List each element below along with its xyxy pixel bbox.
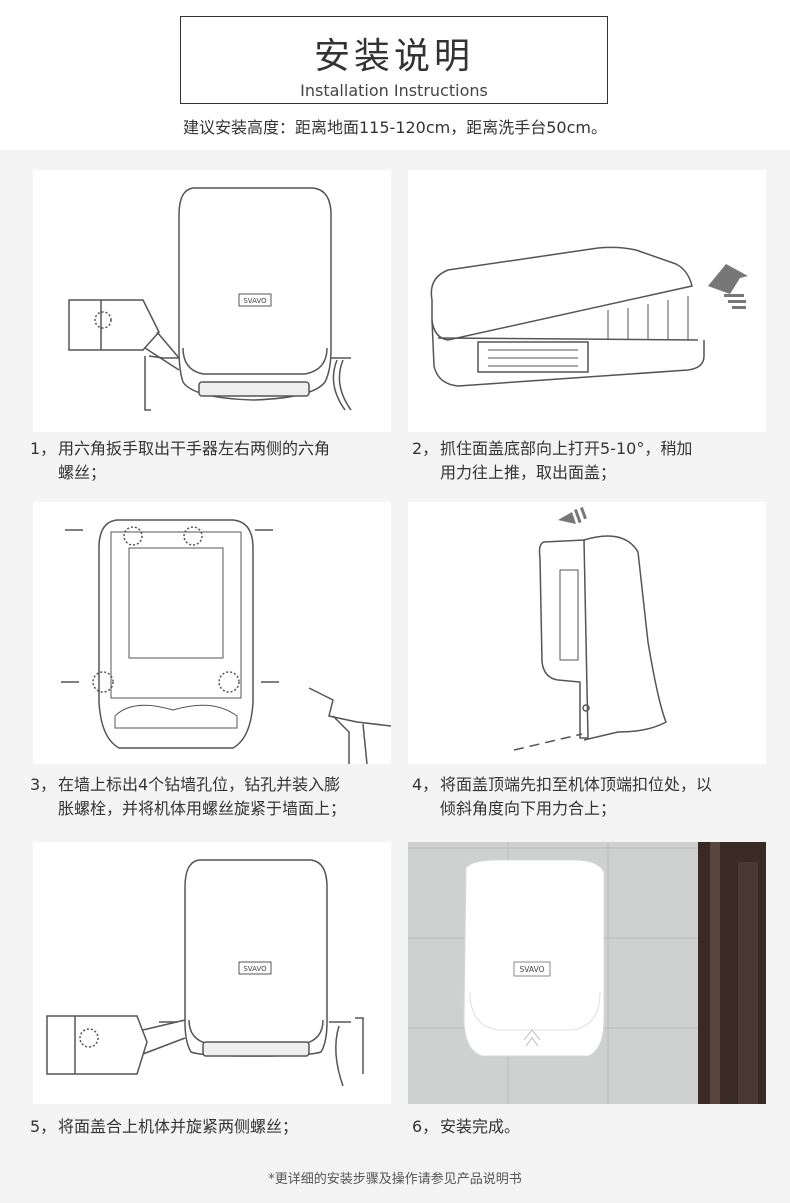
brand-label-text: SVAVO <box>243 297 267 305</box>
step-2-illustration <box>408 170 766 432</box>
cover-attach-illustration <box>513 506 667 751</box>
step-2-text: 2，抓住面盖底部向上打开5-10°，稍加 用力往上推，取出面盖； <box>412 437 772 485</box>
install-height-note: 建议安装高度：距离地面115-120cm，距离洗手台50cm。 <box>183 118 607 137</box>
step-number: 2， <box>412 439 439 458</box>
arrow-left-icon <box>558 506 587 524</box>
step-6-text: 6，安装完成。 <box>412 1115 772 1139</box>
step-3-text: 3，在墙上标出4个钻墙孔位，钻孔并装入膨 胀螺栓，并将机体用螺丝旋紧于墙面上； <box>30 773 390 821</box>
step-line: 倾斜角度向下用力合上； <box>440 799 617 818</box>
step-number: 6， <box>412 1117 439 1136</box>
step-line: 抓住面盖底部向上打开5-10°，稍加 <box>440 439 693 458</box>
step-3-illustration <box>33 502 391 764</box>
step-4-text: 4，将面盖顶端先扣至机体顶端扣位处，以 倾斜角度向下用力合上； <box>412 773 772 821</box>
dryer-front-illustration: SVAVO <box>68 187 352 411</box>
page-title-english: Installation Instructions <box>300 81 488 100</box>
brand-label-text: SVAVO <box>520 965 545 974</box>
cover-lift-illustration <box>430 246 748 387</box>
hand-sensor-icon <box>523 1029 541 1047</box>
arrow-up-icon <box>708 264 748 309</box>
step-number: 5， <box>30 1117 57 1136</box>
step-line: 螺丝； <box>58 463 107 482</box>
step-number: 4， <box>412 775 439 794</box>
header: 安装说明 Installation Instructions 建议安装高度：距离… <box>0 0 790 150</box>
page-title: 安装说明 <box>313 36 474 77</box>
step-1-text: 1，用六角扳手取出干手器左右两侧的六角 螺丝； <box>30 437 390 485</box>
step-5-text: 5，将面盖合上机体并旋紧两侧螺丝； <box>30 1115 390 1139</box>
step-line: 胀螺栓，并将机体用螺丝旋紧于墙面上； <box>58 799 347 818</box>
brand-label: SVAVO <box>238 293 272 307</box>
step-line: 在墙上标出4个钻墙孔位，钻孔并装入膨 <box>58 775 341 794</box>
step-number: 1， <box>30 439 57 458</box>
step-6-photo: SVAVO <box>408 842 766 1104</box>
step-line: 用六角扳手取出干手器左右两侧的六角 <box>58 439 331 458</box>
step-4-illustration <box>408 502 766 764</box>
brand-label-text: SVAVO <box>243 965 267 973</box>
brand-label: SVAVO <box>513 961 551 977</box>
brand-label: SVAVO <box>238 961 272 975</box>
drill-icon <box>308 687 391 764</box>
title-box: 安装说明 Installation Instructions <box>180 16 608 104</box>
step-line: 用力往上推，取出面盖； <box>440 463 617 482</box>
footnote: *更详细的安装步骤及操作请参见产品说明书 <box>268 1172 522 1187</box>
step-line: 将面盖顶端先扣至机体顶端扣位处，以 <box>440 775 713 794</box>
step-line: 安装完成。 <box>440 1117 521 1136</box>
step-5-illustration: SVAVO <box>33 842 391 1104</box>
tighten-screws-illustration: SVAVO <box>46 859 364 1087</box>
step-number: 3， <box>30 775 57 794</box>
installed-dryer-photo: SVAVO <box>408 842 766 1104</box>
wall-mounting-illustration <box>61 519 391 764</box>
step-1-illustration: SVAVO <box>33 170 391 432</box>
step-line: 将面盖合上机体并旋紧两侧螺丝； <box>58 1117 299 1136</box>
